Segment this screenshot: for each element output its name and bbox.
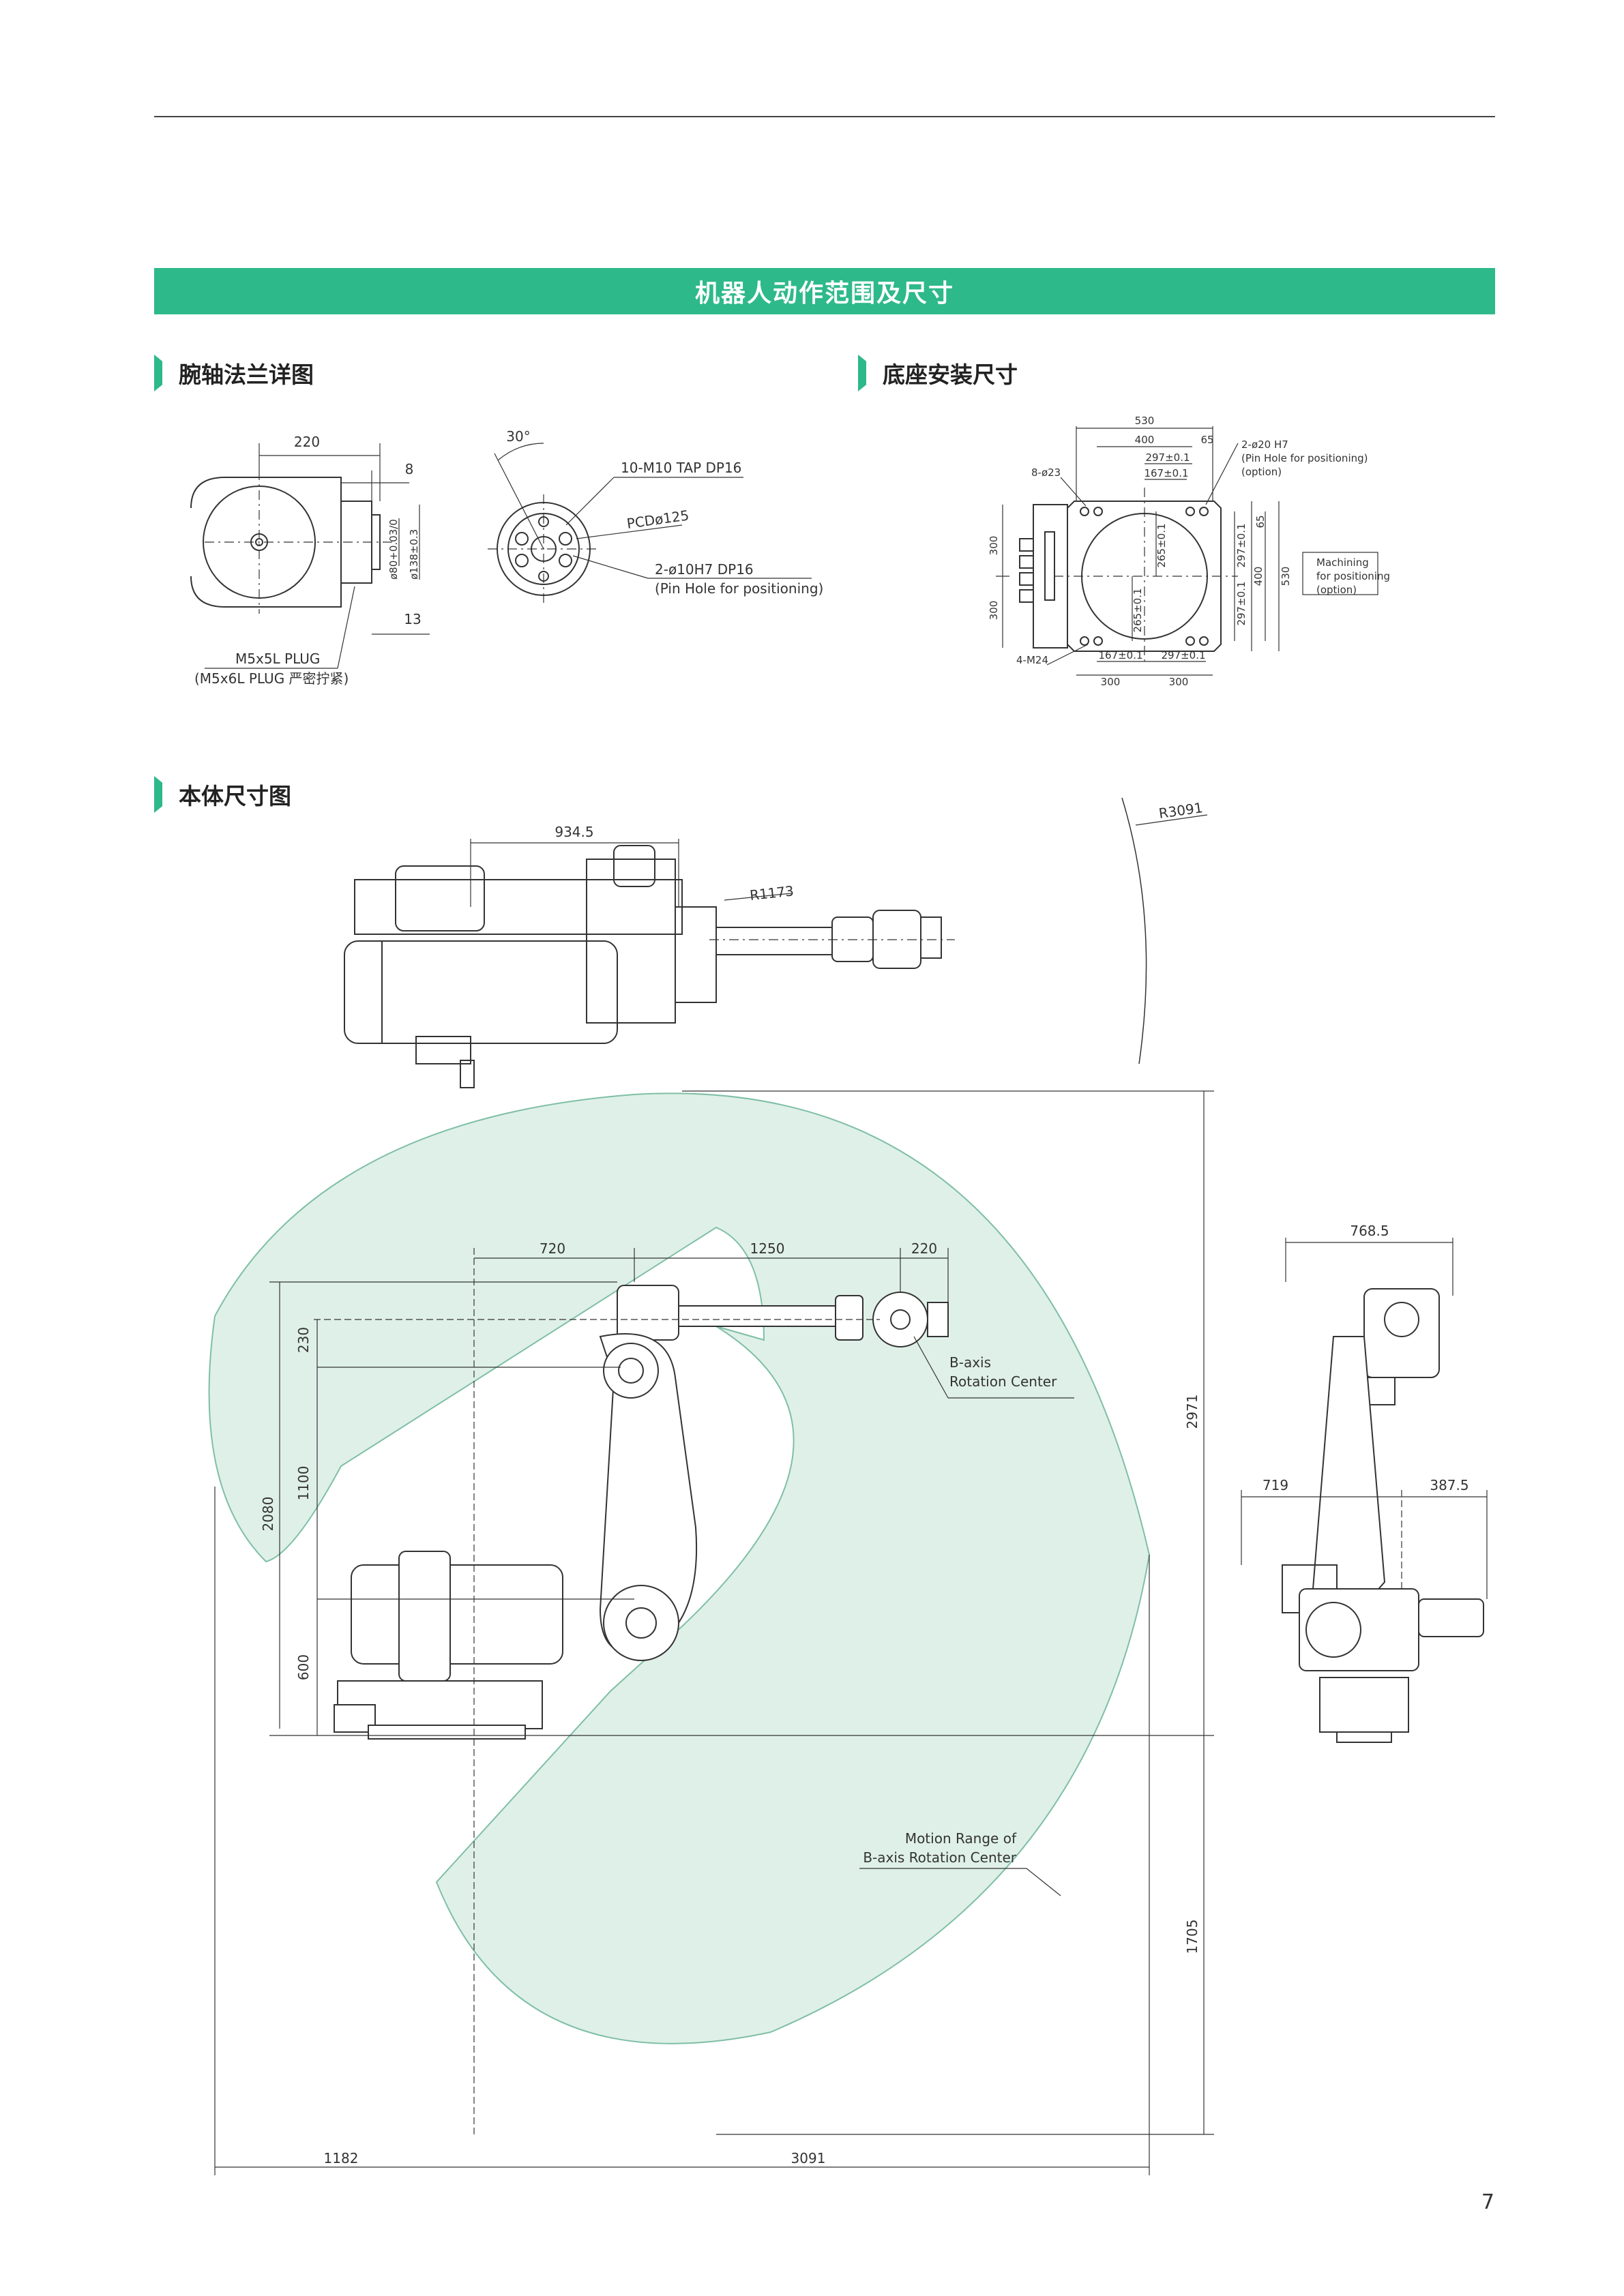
dim-220-body: 220 xyxy=(911,1240,937,1257)
section-marker xyxy=(858,355,866,391)
dim-265-top: 265±0.1 xyxy=(1155,523,1168,567)
dim-65-right: 65 xyxy=(1254,515,1267,528)
dim-530-right: 530 xyxy=(1280,567,1292,586)
dim-8: 8 xyxy=(405,461,414,477)
dim-387-5: 387.5 xyxy=(1430,1477,1468,1493)
dim-600: 600 xyxy=(295,1654,312,1680)
section-marker xyxy=(154,776,162,813)
plug-label: M5x5L PLUG xyxy=(235,651,320,667)
section-banner: 机器人动作范围及尺寸 xyxy=(154,268,1495,314)
dim-138: ø138±0.3 xyxy=(408,529,420,580)
machining-label-2: for positioning xyxy=(1316,570,1390,582)
plug-note: (M5x6L PLUG 严密拧紧) xyxy=(194,670,349,687)
dim-297-bottom: 297±0.1 xyxy=(1161,649,1205,661)
dim-400: 400 xyxy=(1135,434,1155,446)
dim-220: 220 xyxy=(294,434,320,450)
dim-297-right-bottom: 297±0.1 xyxy=(1235,581,1247,625)
b-axis-label-2: Rotation Center xyxy=(949,1373,1057,1390)
dim-768-5: 768.5 xyxy=(1350,1223,1389,1239)
dim-13: 13 xyxy=(404,611,421,627)
dim-297-right-top: 297±0.1 xyxy=(1235,523,1247,567)
dim-1182: 1182 xyxy=(324,2150,359,2166)
dim-r1173: R1173 xyxy=(749,882,795,904)
dim-1100: 1100 xyxy=(295,1466,312,1501)
dim-265-bottom: 265±0.1 xyxy=(1132,588,1144,632)
dim-1250: 1250 xyxy=(750,1240,785,1257)
dim-65: 65 xyxy=(1200,434,1213,446)
wrist-section-label: 腕轴法兰详图 xyxy=(179,361,314,388)
wrist-flange-front-view xyxy=(488,443,812,607)
page-number: 7 xyxy=(1481,2190,1494,2214)
robot-top-view xyxy=(344,797,1208,1088)
body-section-label: 本体尺寸图 xyxy=(179,783,291,809)
dim-300-bottom-right: 300 xyxy=(1169,676,1189,688)
wrist-flange-side-view xyxy=(190,443,430,669)
robot-side-view xyxy=(208,1090,1214,2175)
dim-720: 720 xyxy=(540,1240,565,1257)
dim-3091: 3091 xyxy=(791,2150,826,2166)
base-labels: 530 400 65 297±0.1 167±0.1 8-ø23 2-ø20 H… xyxy=(988,415,1390,688)
base-section-title: 底座安装尺寸 xyxy=(858,355,1018,391)
pin-note: (Pin Hole for positioning) xyxy=(655,580,823,597)
dim-230: 230 xyxy=(295,1327,312,1353)
dim-400-right: 400 xyxy=(1252,567,1265,586)
body-labels: 934.5 R1173 R3091 720 1250 220 230 1100 … xyxy=(260,799,1469,2166)
dim-719: 719 xyxy=(1263,1477,1288,1493)
machining-label-3: (option) xyxy=(1316,584,1357,596)
dim-80: ø80+0.03/0 xyxy=(387,519,400,580)
motion-range-label-1: Motion Range of xyxy=(905,1830,1017,1847)
base-mounting-drawing xyxy=(996,426,1378,676)
dim-r3091: R3091 xyxy=(1157,799,1204,822)
tap-label: 10-M10 TAP DP16 xyxy=(621,460,741,476)
dim-300-top: 300 xyxy=(988,536,1000,556)
wrist-section-title: 腕轴法兰详图 xyxy=(154,355,314,391)
b-axis-label-1: B-axis xyxy=(949,1354,991,1371)
machining-label-1: Machining xyxy=(1316,556,1369,569)
dim-300-bottom-left: 300 xyxy=(1101,676,1121,688)
pin-label: 2-ø10H7 DP16 xyxy=(655,561,754,578)
dim-2971: 2971 xyxy=(1184,1395,1200,1429)
dim-167: 167±0.1 xyxy=(1144,467,1188,479)
pin-label-3: (option) xyxy=(1241,466,1282,478)
robot-end-view xyxy=(1241,1238,1488,1743)
dim-530: 530 xyxy=(1135,415,1155,427)
dim-2080: 2080 xyxy=(260,1497,276,1532)
m24-label: 4-M24 xyxy=(1016,654,1048,666)
dim-300-bottom: 300 xyxy=(988,601,1000,621)
base-section-label: 底座安装尺寸 xyxy=(883,361,1018,388)
pin-label-2: (Pin Hole for positioning) xyxy=(1241,452,1368,464)
dim-934-5: 934.5 xyxy=(555,824,593,840)
dim-167-bottom: 167±0.1 xyxy=(1098,649,1142,661)
dim-297: 297±0.1 xyxy=(1145,451,1190,464)
motion-range-label-2: B-axis Rotation Center xyxy=(863,1849,1016,1866)
dim-30-deg: 30° xyxy=(506,428,530,445)
top-rule xyxy=(154,116,1495,117)
body-section-title: 本体尺寸图 xyxy=(154,776,291,813)
pin-label-1: 2-ø20 H7 xyxy=(1241,438,1288,451)
wrist-labels: 220 8 13 30° ø80+0.03/0 ø138±0.3 M5x5L P… xyxy=(194,428,823,687)
section-marker xyxy=(154,355,162,391)
dim-1705: 1705 xyxy=(1184,1920,1200,1954)
holes-label: 8-ø23 xyxy=(1031,466,1061,479)
